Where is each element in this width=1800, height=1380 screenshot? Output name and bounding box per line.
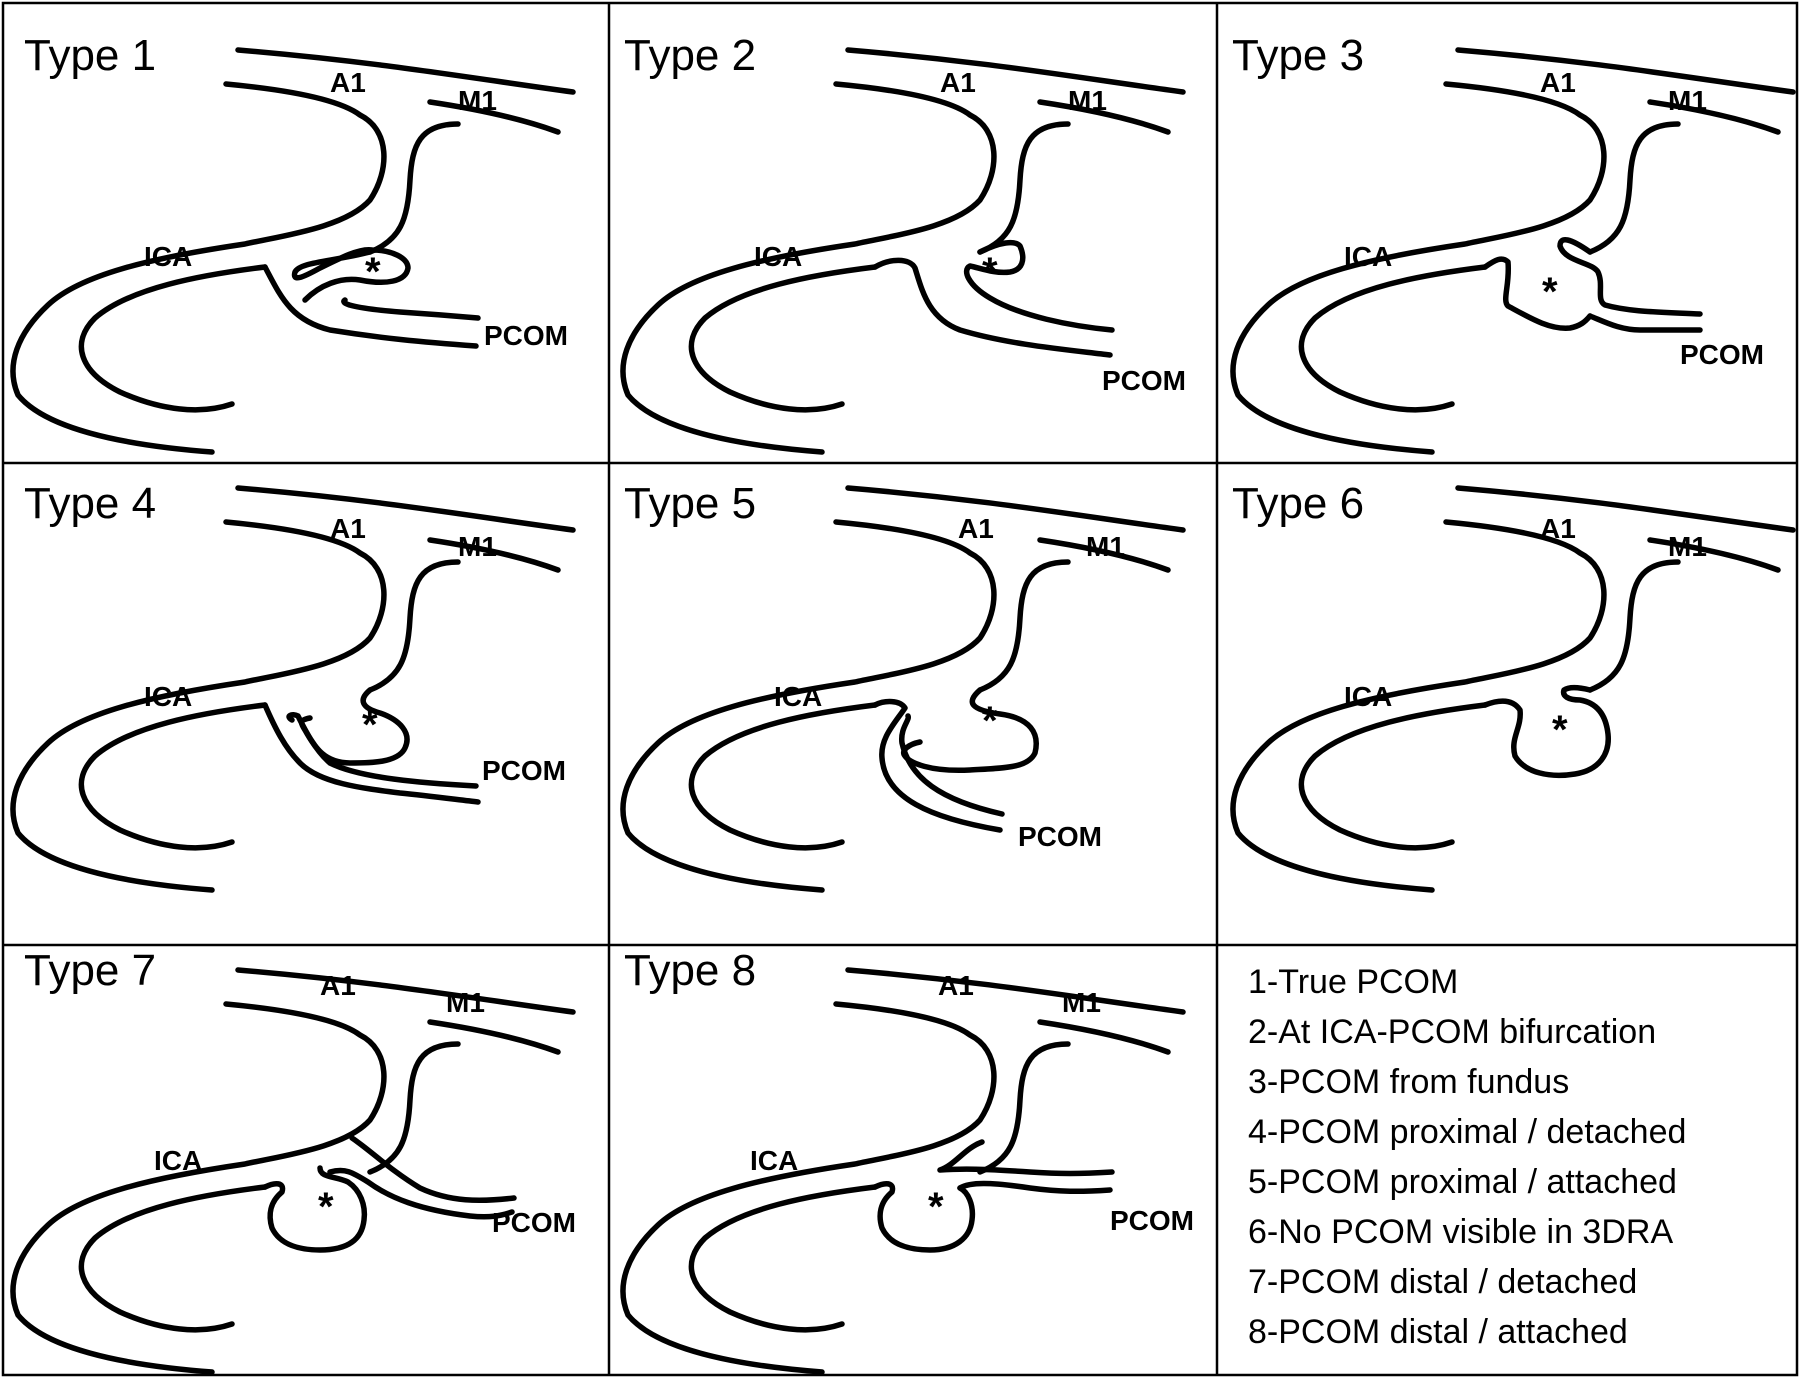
pcom-artery <box>286 712 479 789</box>
vessel-tree <box>13 970 573 1372</box>
pcom-artery <box>899 713 1005 817</box>
panel-title: Type 5 <box>624 479 756 528</box>
m1-label: M1 <box>446 987 485 1018</box>
legend-item: 2-At ICA-PCOM bifurcation <box>1248 1013 1656 1051</box>
pcom-label: PCOM <box>482 755 566 786</box>
panel-type-3: Type 3 * A1 M1 ICA PCOM <box>1232 31 1793 452</box>
m1-label: M1 <box>1086 531 1125 562</box>
aneurysm-marker: * <box>928 1185 944 1229</box>
pcom-artery <box>262 264 479 349</box>
pcom-label: PCOM <box>1680 339 1764 370</box>
pcom-label: PCOM <box>492 1207 576 1238</box>
ica-label: ICA <box>144 681 192 712</box>
a1-label: A1 <box>320 970 356 1001</box>
m1-label: M1 <box>458 531 497 562</box>
vessel-tree <box>1233 50 1793 452</box>
aneurysm-marker: * <box>982 250 998 294</box>
aneurysm-marker: * <box>365 250 381 294</box>
aneurysm-sac <box>1557 237 1703 317</box>
panel-type-1: Type 1 * A1 M1 ICA PCOM <box>13 31 573 452</box>
aneurysm-marker: * <box>1542 270 1558 314</box>
panel-title: Type 7 <box>24 946 156 995</box>
m1-label: M1 <box>1068 85 1107 116</box>
ica-label: ICA <box>750 1145 798 1176</box>
pcom-label: PCOM <box>484 320 568 351</box>
aneurysm-sac <box>262 1165 368 1253</box>
ica-label: ICA <box>1344 241 1392 272</box>
ica-label: ICA <box>774 681 822 712</box>
aneurysm-marker: * <box>982 699 998 743</box>
aneurysm-sac <box>1482 256 1593 331</box>
m1-label: M1 <box>1668 531 1707 562</box>
pcom-artery <box>1587 313 1703 333</box>
ica-label: ICA <box>144 241 192 272</box>
pcom-artery <box>349 1135 517 1203</box>
pcom-artery <box>937 1139 1115 1177</box>
aneurysm-sac <box>963 239 1115 333</box>
a1-label: A1 <box>938 970 974 1001</box>
ica-label: ICA <box>154 1145 202 1176</box>
aneurysm-sac <box>291 247 411 303</box>
panel-type-6: Type 6 * A1 M1 ICA <box>1232 479 1793 890</box>
legend-item: 4-PCOM proximal / detached <box>1248 1113 1686 1151</box>
legend-item: 3-PCOM from fundus <box>1248 1063 1569 1101</box>
panel-type-7: Type 7 * A1 M1 ICA PCOM <box>13 946 576 1372</box>
aneurysm-sac <box>901 687 1039 774</box>
pcom-label: PCOM <box>1110 1205 1194 1236</box>
aneurysm-marker: * <box>318 1185 334 1229</box>
a1-label: A1 <box>330 513 366 544</box>
panel-title: Type 3 <box>1232 31 1364 80</box>
aneurysm-sac <box>1482 684 1611 779</box>
panel-title: Type 1 <box>24 31 156 80</box>
m1-label: M1 <box>1062 987 1101 1018</box>
aneurysm-marker: * <box>362 703 378 747</box>
panel-type-5: Type 5 * A1 M1 ICA PCOM <box>623 479 1183 890</box>
a1-label: A1 <box>958 513 994 544</box>
a1-label: A1 <box>1540 513 1576 544</box>
panel-title: Type 6 <box>1232 479 1364 528</box>
ica-label: ICA <box>754 241 802 272</box>
m1-label: M1 <box>458 85 497 116</box>
legend-item: 1-True PCOM <box>1248 963 1458 1001</box>
pcom-artery <box>262 702 481 805</box>
pcom-artery <box>341 297 481 321</box>
legend-item: 5-PCOM proximal / attached <box>1248 1163 1677 1201</box>
aneurysm-sac <box>872 1181 976 1253</box>
legend: 1-True PCOM 2-At ICA-PCOM bifurcation 3-… <box>1248 963 1686 1351</box>
pcom-label: PCOM <box>1018 821 1102 852</box>
ica-pcom-bifurcation <box>872 257 1113 358</box>
panel-type-2: Type 2 * A1 M1 ICA PCOM <box>623 31 1186 452</box>
ica-label: ICA <box>1344 681 1392 712</box>
legend-item: 8-PCOM distal / attached <box>1248 1313 1628 1351</box>
panel-title: Type 2 <box>624 31 756 80</box>
pcom-artery <box>957 1180 1113 1195</box>
a1-label: A1 <box>1540 67 1576 98</box>
legend-item: 7-PCOM distal / detached <box>1248 1263 1637 1301</box>
panel-type-4: Type 4 * A1 M1 ICA PCOM <box>13 479 573 890</box>
pcom-label: PCOM <box>1102 365 1186 396</box>
panel-title: Type 4 <box>24 479 156 528</box>
a1-label: A1 <box>940 67 976 98</box>
a1-label: A1 <box>330 67 366 98</box>
panel-type-8: Type 8 * A1 M1 ICA PCOM <box>623 946 1194 1372</box>
m1-label: M1 <box>1668 85 1707 116</box>
pcom-artery <box>872 698 1003 833</box>
legend-item: 6-No PCOM visible in 3DRA <box>1248 1213 1673 1251</box>
panel-title: Type 8 <box>624 946 756 995</box>
pcom-artery <box>327 1167 515 1220</box>
aneurysm-marker: * <box>1552 708 1568 752</box>
vessel-tree <box>1233 488 1793 890</box>
